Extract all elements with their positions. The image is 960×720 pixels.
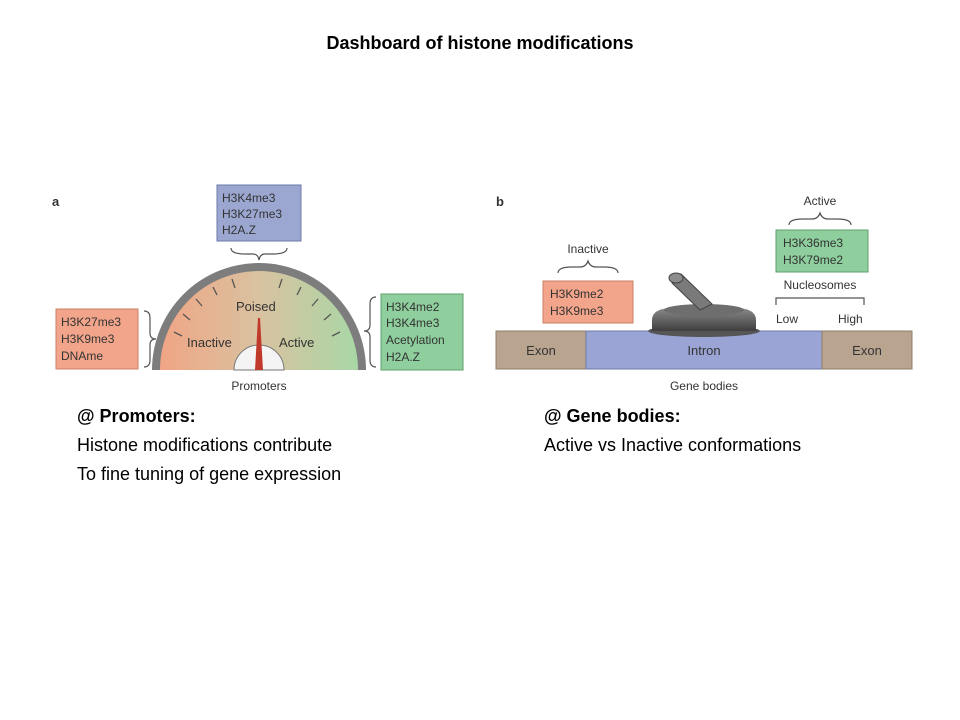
gauge-active-label: Active — [279, 335, 314, 350]
caption-promoters-heading: @ Promoters: — [77, 406, 196, 426]
inactive-bracket — [557, 259, 619, 274]
caption-promoters-line-1: Histone modifications contribute — [77, 435, 333, 455]
gene-bodies-footer: Gene bodies — [670, 379, 738, 393]
gauge-poised-label: Poised — [236, 299, 276, 314]
left-mark-box: H3K27me3 H3K9me3 DNAme — [55, 308, 139, 370]
top-bracket — [230, 247, 288, 261]
page-title: Dashboard of histone modifications — [326, 33, 634, 53]
inactive-box-line-2: H3K9me3 — [550, 304, 604, 318]
gauge-inactive-label: Inactive — [187, 335, 232, 350]
right-box-line-3: Acetylation — [386, 333, 445, 347]
caption-gene-bodies-heading: @ Gene bodies: — [544, 406, 681, 426]
active-label: Active — [804, 194, 837, 208]
active-bracket — [788, 211, 852, 226]
top-box-line-1: H3K4me3 — [222, 191, 276, 205]
left-box-line-3: DNAme — [61, 349, 103, 363]
right-mark-box: H3K4me2 H3K4me3 Acetylation H2A.Z — [380, 293, 464, 371]
right-box-line-4: H2A.Z — [386, 350, 420, 364]
caption-promoters-line-2: To fine tuning of gene expression — [77, 464, 342, 484]
intron-block — [585, 330, 823, 370]
panel-a-letter: a — [52, 194, 60, 209]
promoters-footer: Promoters — [231, 379, 286, 393]
nucleosomes-bracket — [775, 297, 865, 305]
left-box-line-1: H3K27me3 — [61, 315, 121, 329]
left-bracket — [143, 310, 157, 368]
promoter-gauge — [152, 263, 366, 371]
active-mark-box: H3K36me3 H3K79me2 — [775, 229, 869, 273]
caption-gene-bodies: @ Gene bodies: Active vs Inactive confor… — [544, 402, 801, 460]
nucleosomes-low: Low — [776, 312, 798, 326]
active-box-line-2: H3K79me2 — [783, 253, 843, 267]
toggle-switch-icon — [648, 272, 760, 337]
exon-left-label: Exon — [526, 343, 556, 358]
right-bracket — [363, 296, 377, 368]
nucleosomes-high: High — [838, 312, 863, 326]
gauge-needle — [255, 318, 263, 370]
top-mark-box: H3K4me3 H3K27me3 H2A.Z — [216, 184, 302, 242]
exon-right-label: Exon — [852, 343, 882, 358]
gene-strip — [495, 330, 913, 370]
intron-label: Intron — [687, 343, 720, 358]
caption-gene-bodies-line-1: Active vs Inactive conformations — [544, 435, 802, 455]
inactive-box-line-1: H3K9me2 — [550, 287, 604, 301]
top-box-line-3: H2A.Z — [222, 223, 256, 237]
right-box-line-2: H3K4me3 — [386, 316, 440, 330]
inactive-label: Inactive — [567, 242, 609, 256]
exon-right-block — [821, 330, 913, 370]
inactive-mark-box: H3K9me2 H3K9me3 — [542, 280, 634, 324]
panel-b-letter: b — [496, 194, 504, 209]
right-box-line-1: H3K4me2 — [386, 300, 440, 314]
caption-promoters: @ Promoters: Histone modifications contr… — [77, 402, 341, 489]
left-box-line-2: H3K9me3 — [61, 332, 115, 346]
top-box-line-2: H3K27me3 — [222, 207, 282, 221]
nucleosomes-label: Nucleosomes — [784, 278, 857, 292]
active-box-line-1: H3K36me3 — [783, 236, 843, 250]
